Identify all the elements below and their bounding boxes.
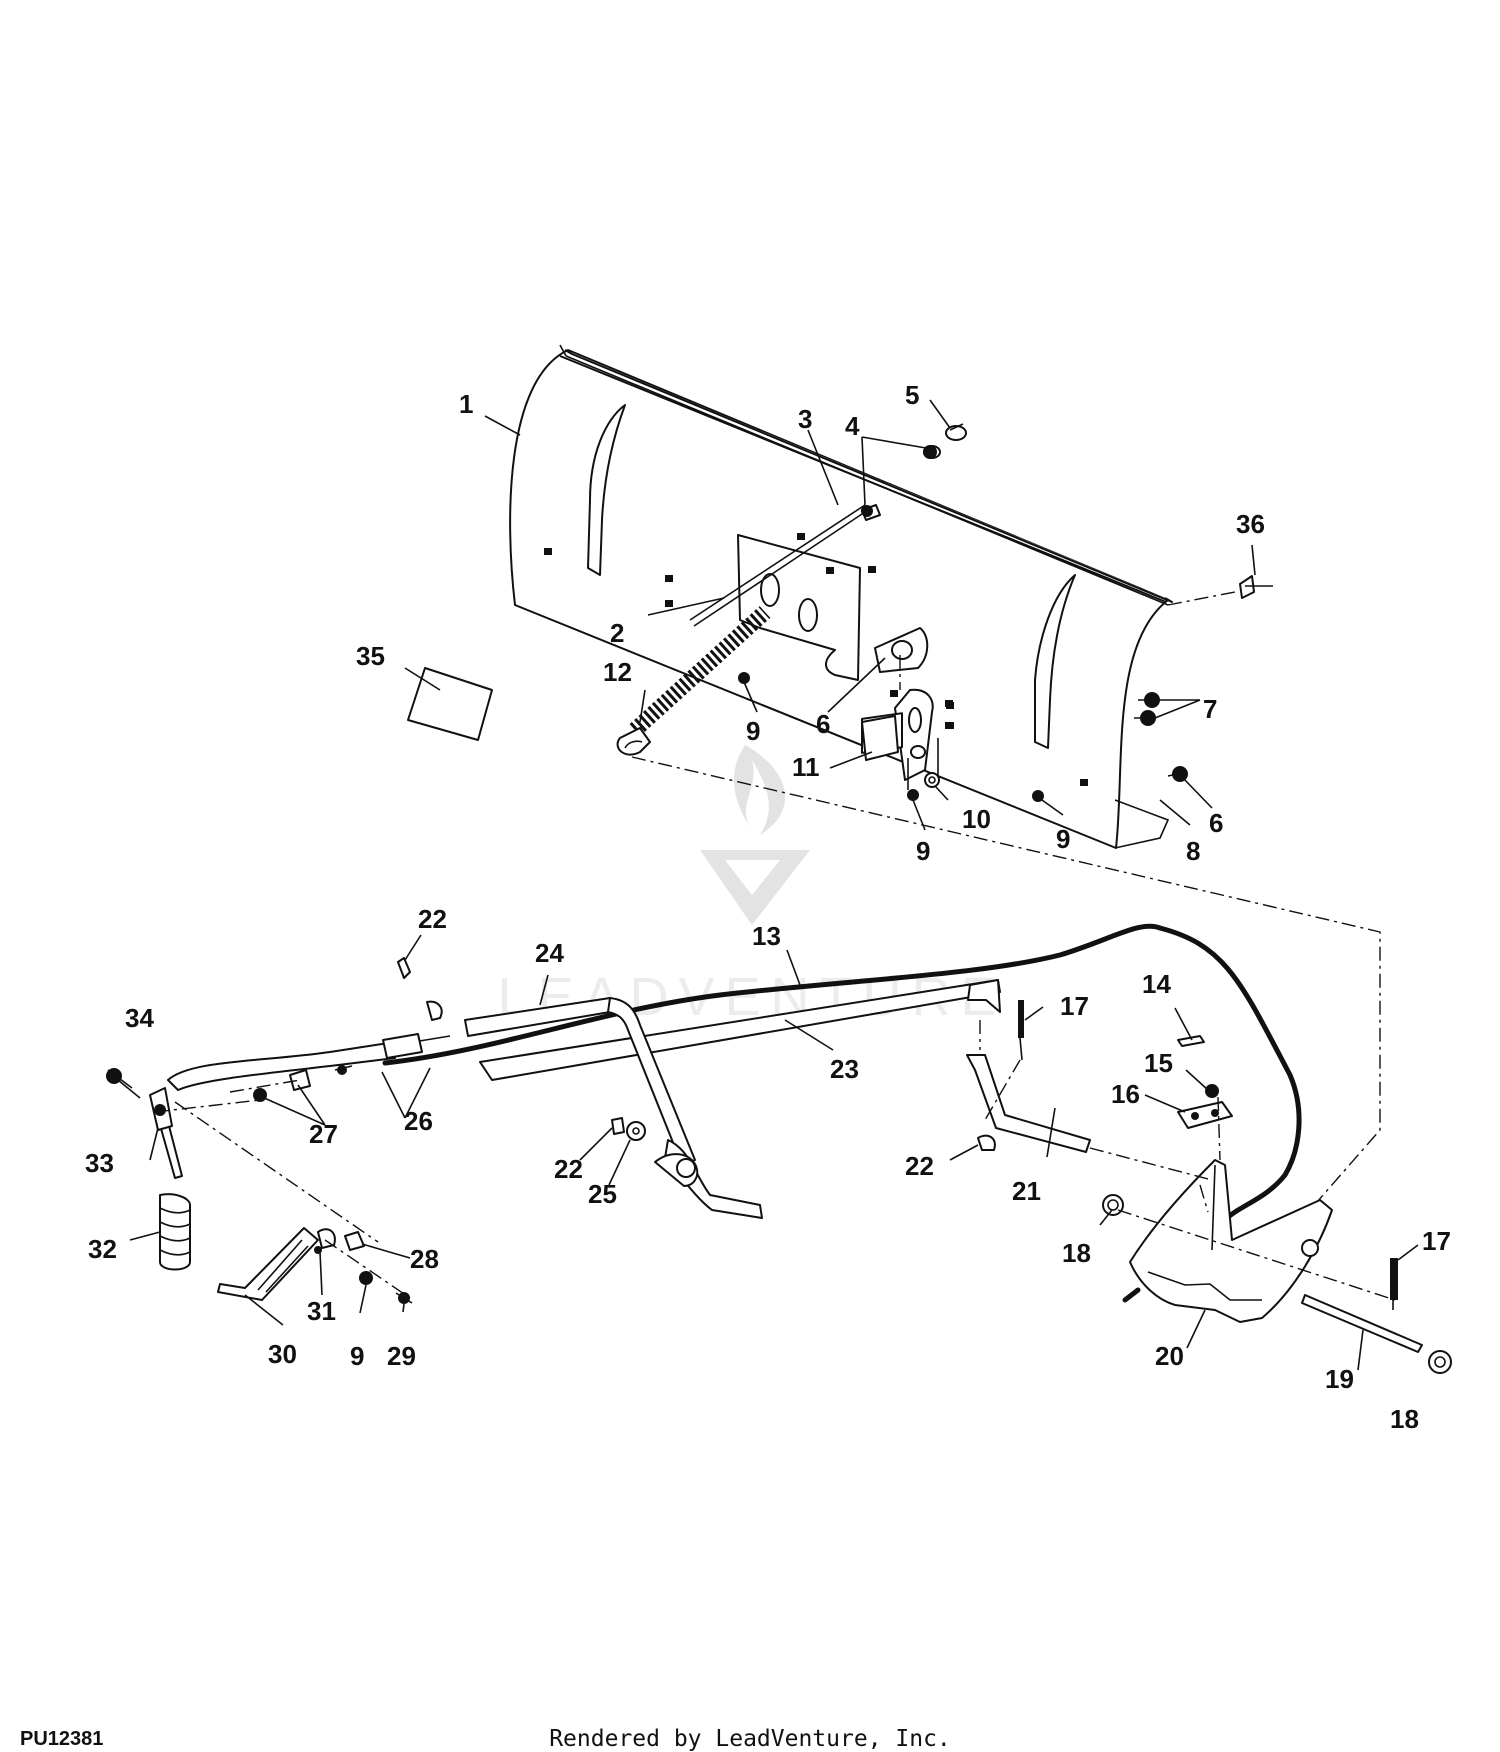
callout-7: 7 (1203, 694, 1217, 724)
callout-8: 8 (1186, 836, 1200, 866)
blade-hardware (738, 423, 1273, 802)
callout-28: 28 (410, 1244, 439, 1274)
callout-21: 21 (1012, 1176, 1041, 1206)
callout-19: 19 (1325, 1364, 1354, 1394)
callout-18a: 18 (1062, 1238, 1091, 1268)
callout-30: 30 (268, 1339, 297, 1369)
callout-32: 32 (88, 1234, 117, 1264)
callout-2: 2 (610, 618, 624, 648)
callout-3: 3 (798, 404, 812, 434)
callout-31: 31 (307, 1296, 336, 1326)
callout-9c: 9 (1056, 824, 1070, 854)
linkage (149, 979, 1091, 1219)
callout-22a: 22 (418, 904, 447, 934)
decal (407, 667, 493, 741)
callout-16: 16 (1111, 1079, 1140, 1109)
callout-14: 14 (1142, 969, 1171, 999)
lower-hardware (106, 957, 1452, 1374)
callout-1: 1 (459, 389, 473, 419)
callout-10: 10 (962, 804, 991, 834)
pedal-bracket (217, 1227, 413, 1304)
callout-9d: 9 (350, 1341, 364, 1371)
spring-assembly (616, 504, 869, 756)
callouts: 1 2 3 4 5 6 6 7 8 9 9 9 9 9 10 11 12 13 … (85, 380, 1451, 1434)
callout-29: 29 (387, 1341, 416, 1371)
callout-18b: 18 (1390, 1404, 1419, 1434)
callout-26: 26 (404, 1106, 433, 1136)
callout-20: 20 (1155, 1341, 1184, 1371)
callout-33: 33 (85, 1148, 114, 1178)
mounting-bracket (1129, 1159, 1423, 1353)
callout-9b: 9 (916, 836, 930, 866)
callout-9a: 9 (746, 716, 760, 746)
callout-34: 34 (125, 1003, 154, 1033)
callout-15: 15 (1144, 1048, 1173, 1078)
callout-22b: 22 (554, 1154, 583, 1184)
blade (509, 344, 1173, 849)
callout-25: 25 (588, 1179, 617, 1209)
callout-6b: 6 (1209, 808, 1223, 838)
handle-grip (159, 1193, 191, 1271)
callout-17b: 17 (1422, 1226, 1451, 1256)
callout-11: 11 (792, 752, 820, 782)
leader-lines (117, 399, 1419, 1371)
figure-id: PU12381 (20, 1728, 104, 1750)
callout-6: 6 (816, 709, 830, 739)
callout-35: 35 (356, 641, 385, 671)
callout-17a: 17 (1060, 991, 1089, 1021)
footer-credit: Rendered by LeadVenture, Inc. (549, 1726, 951, 1752)
callout-4: 4 (845, 411, 860, 441)
callout-27: 27 (309, 1119, 338, 1149)
callout-13: 13 (752, 921, 781, 951)
callout-36: 36 (1236, 509, 1265, 539)
pivot-bracket (861, 627, 954, 790)
callout-5: 5 (905, 380, 919, 410)
callout-24: 24 (535, 938, 564, 968)
callout-23: 23 (830, 1054, 859, 1084)
callout-22c: 22 (905, 1151, 934, 1181)
control-cable (382, 923, 1302, 1243)
callout-12: 12 (603, 657, 632, 687)
assembly-line (631, 756, 1381, 1251)
